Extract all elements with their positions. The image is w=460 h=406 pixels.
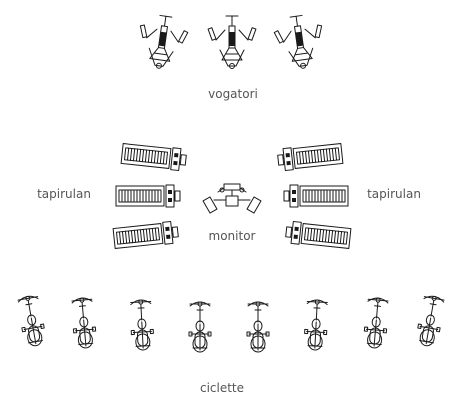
label-monitor: monitor — [209, 229, 256, 243]
bike-4 — [188, 301, 212, 353]
treadmill-left-1 — [120, 142, 188, 172]
treadmills-left — [112, 142, 188, 250]
bike-6 — [303, 298, 329, 352]
treadmill-right-2 — [283, 184, 349, 208]
treadmill-right-3 — [284, 220, 352, 250]
bike-3 — [129, 298, 155, 352]
treadmill-left-3 — [112, 220, 180, 250]
bike-5 — [246, 301, 270, 353]
bikes-group — [16, 293, 446, 353]
label-ciclette: ciclette — [200, 381, 244, 395]
bike-1 — [16, 293, 48, 349]
treadmill-left-2 — [115, 184, 181, 208]
treadmill-right-1 — [276, 142, 344, 172]
label-vogatori: vogatori — [208, 87, 258, 101]
label-tapirulan-right: tapirulan — [367, 187, 421, 201]
monitor-station — [202, 183, 262, 214]
bike-2 — [70, 296, 98, 350]
bike-8 — [414, 293, 446, 349]
rower-3 — [271, 12, 328, 73]
bike-7 — [362, 296, 390, 350]
rower-1 — [134, 12, 191, 73]
rowers-group — [134, 12, 328, 73]
label-tapirulan-left: tapirulan — [37, 187, 91, 201]
rower-2 — [207, 15, 257, 69]
treadmills-right — [276, 142, 352, 250]
